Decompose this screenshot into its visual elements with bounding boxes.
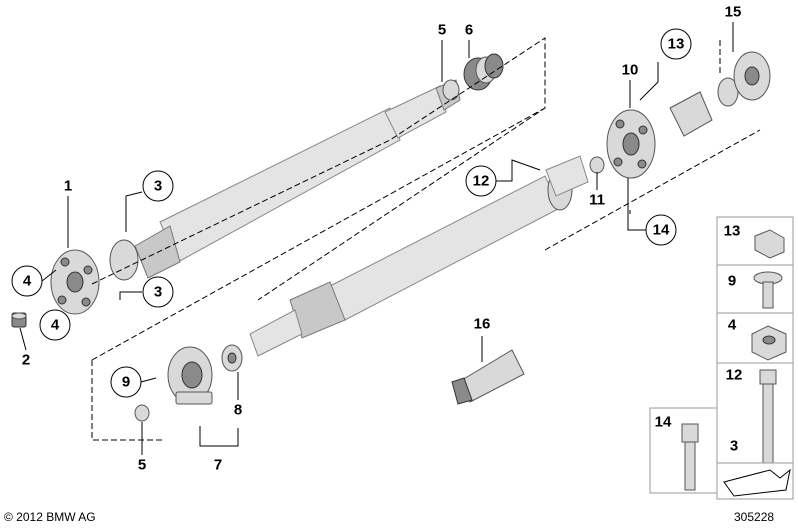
center-bearing [134, 344, 243, 422]
copyright-text: © 2012 BMW AG [4, 510, 96, 524]
callout-11: 11 [589, 192, 605, 209]
leader-lines [19, 22, 734, 455]
legend-label-3: 3 [730, 438, 738, 455]
callout-3b-circle [142, 276, 174, 308]
callout-4a: 4 [23, 273, 32, 290]
callout-9-circle [110, 366, 142, 398]
callout-4a-circle [11, 265, 43, 297]
hex-nut-hole [762, 335, 776, 345]
hex-bolt-head-icon [759, 369, 777, 385]
centering-sleeve [11, 312, 27, 328]
legend-label-12: 12 [726, 367, 743, 384]
callout-4b-circle [39, 309, 71, 341]
callout-10: 10 [622, 62, 639, 79]
callout-16: 16 [474, 316, 491, 333]
callout-14-circle [645, 214, 677, 246]
callout-labels: 1 2 3 3 4 4 5 6 5 7 8 9 10 11 12 13 14 1… [11, 4, 742, 474]
callout-9: 9 [122, 374, 130, 391]
torx-bolt-head-icon [681, 423, 699, 443]
bolt-shank-icon [762, 281, 774, 309]
hex-bolt-shank-icon [762, 383, 774, 477]
legend-label-9: 9 [728, 273, 736, 290]
top-seal-parts [442, 53, 504, 101]
legend-label-14: 14 [655, 414, 672, 431]
callout-13: 13 [668, 36, 685, 53]
callout-15: 15 [725, 4, 742, 21]
direction-arrow-icon [723, 468, 791, 497]
diagram-number: 305228 [734, 510, 774, 524]
rear-propeller-shaft [249, 155, 589, 357]
callout-3b: 3 [154, 284, 162, 301]
callout-1: 1 [64, 178, 72, 195]
callout-13-circle [660, 28, 692, 60]
legend-box-14 [649, 407, 718, 494]
callout-7: 7 [214, 457, 222, 474]
callout-5b: 5 [138, 457, 146, 474]
callout-12: 12 [473, 173, 490, 190]
legend-label-13: 13 [724, 223, 741, 240]
assembly-boundaries [91, 37, 761, 441]
callout-3a: 3 [154, 178, 162, 195]
callout-3a-circle [142, 170, 174, 202]
legend-label-4: 4 [728, 317, 737, 334]
grease-tube [451, 336, 525, 405]
callout-12-circle [465, 165, 497, 197]
flexible-disc-front [50, 249, 100, 315]
fastener-legend: 13 9 4 12 3 14 [649, 216, 794, 500]
torx-bolt-shank-icon [684, 441, 696, 491]
legend-box-9 [716, 264, 794, 314]
callout-6: 6 [465, 22, 473, 39]
callout-5a: 5 [438, 22, 446, 39]
callout-2: 2 [22, 352, 30, 369]
callout-4b: 4 [51, 317, 60, 334]
flexible-disc-rear [589, 91, 713, 179]
callout-8: 8 [234, 402, 242, 419]
callout-14: 14 [653, 222, 670, 239]
flange-nut-icon [754, 229, 785, 259]
output-flange [717, 51, 771, 107]
